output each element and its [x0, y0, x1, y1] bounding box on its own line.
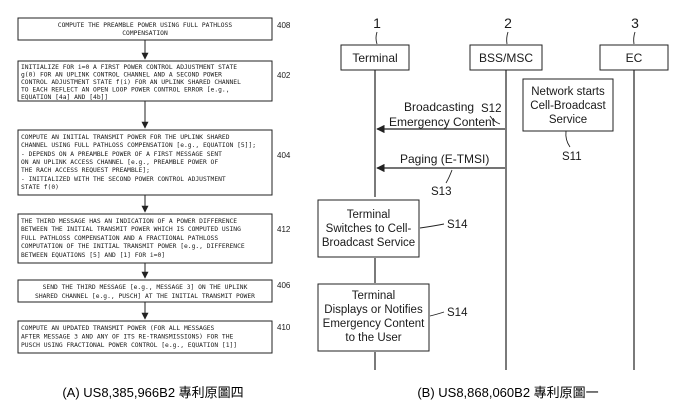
flow-step-line: FULL PATHLOSS COMPENSATION AND A FRACTIO… — [21, 235, 218, 242]
step-line: Broadcast Service — [322, 237, 415, 249]
flow-step-line: AFTER MESSAGE 3 AND ANY OF ITS RE-TRANSM… — [21, 334, 234, 341]
message-label: Paging (E-TMSI) — [400, 152, 489, 166]
panel-a-flowchart: COMPUTE THE PREAMBLE POWER USING FULL PA… — [17, 17, 291, 400]
flow-step-box — [17, 213, 273, 264]
flow-step-line: COMPUTATION OF THE INITIAL TRANSMIT POWE… — [21, 243, 245, 250]
entity-terminal: Terminal — [340, 44, 410, 71]
s11-ref: S11 — [562, 151, 582, 163]
message-s13: Paging (E-TMSI) S13 — [376, 152, 505, 198]
s11-box — [522, 78, 614, 132]
flow-step-line: ON AN UPLINK ACCESS CHANNEL [e.g., PREAM… — [21, 159, 218, 166]
flow-step-line: EQUATION [4a] AND [4b]] — [21, 94, 108, 101]
step-s11: Network starts Cell-Broadcast Service S1… — [522, 78, 614, 163]
leader-line — [506, 31, 509, 45]
entity-bss-msc: BSS/MSC — [469, 44, 543, 71]
leader-line — [489, 115, 501, 125]
step-box — [317, 199, 420, 258]
panel-b-sequence: 1 2 3 Terminal BSS/MSC EC — [317, 15, 669, 400]
s11-line: Service — [549, 114, 587, 126]
flow-step-404: COMPUTE AN INITIAL TRANSMIT POWER FOR TH… — [17, 129, 291, 196]
flow-step-box — [17, 279, 273, 303]
leader-line — [633, 31, 636, 45]
flow-step-line: TO EACH REFLECT AN OPEN LOOP POWER CONTR… — [21, 87, 230, 94]
flow-step-box — [17, 17, 273, 41]
message-ref: S12 — [481, 103, 501, 115]
flow-step-402: INITIALIZE FOR i=0 A FIRST POWER CONTROL… — [17, 60, 291, 102]
flow-step-line: BETWEEN THE INITIAL TRANSMIT POWER WHICH… — [21, 226, 241, 233]
lifeline-number-ec: 3 — [631, 15, 639, 31]
entity-ec: EC — [599, 44, 669, 71]
entity-box — [469, 44, 543, 71]
leader-line — [445, 169, 453, 184]
flow-step-412: THE THIRD MESSAGE HAS AN INDICATION OF A… — [17, 213, 291, 264]
flow-step-line: BETWEEN EQUATIONS [5] AND [1] FOR i=0] — [21, 252, 165, 259]
message-label: Broadcasting — [404, 100, 474, 114]
s11-line: Cell-Broadcast — [530, 100, 606, 112]
flow-step-410: COMPUTE AN UPDATED TRANSMIT POWER (FOR A… — [17, 320, 291, 354]
step-ref: S14 — [447, 219, 468, 231]
lifeline-number-terminal: 1 — [373, 15, 381, 31]
step-line: Terminal — [352, 290, 395, 302]
flow-step-ref: 408 — [277, 21, 291, 30]
leader-line — [565, 130, 571, 148]
flow-step-line: CONTROL ADJUSTMENT STATE f(i) FOR AN UPL… — [21, 79, 241, 86]
flow-step-line: - INITIALIZED WITH THE SECOND POWER CONT… — [21, 176, 226, 183]
panel-b-caption: (B) US8,868,060B2 專利原圖一 — [417, 385, 598, 400]
lifeline-number-bss: 2 — [504, 15, 512, 31]
message-s12: Broadcasting Emergency Content S12 — [376, 100, 505, 134]
message-label: Emergency Content — [389, 115, 496, 129]
flow-step-line: INITIALIZE FOR i=0 A FIRST POWER CONTROL… — [21, 64, 237, 71]
flow-step-line: PUSCH USING FRACTIONAL POWER CONTROL [e.… — [21, 342, 237, 349]
message-ref: S13 — [431, 186, 451, 198]
flow-step-ref: 402 — [277, 71, 291, 80]
step-s14-display: Terminal Displays or Notifies Emergency … — [317, 283, 468, 352]
flow-step-line: COMPUTE AN UPDATED TRANSMIT POWER (FOR A… — [21, 325, 215, 332]
leader-line — [375, 31, 378, 45]
step-ref: S14 — [447, 307, 468, 319]
step-box — [317, 283, 430, 352]
flow-step-ref: 406 — [277, 281, 291, 290]
entity-box — [599, 44, 669, 71]
flow-step-408: COMPUTE THE PREAMBLE POWER USING FULL PA… — [17, 17, 291, 41]
flow-step-line: - DEPENDS ON A PREAMBLE POWER OF A FIRST… — [21, 151, 222, 158]
entity-label: BSS/MSC — [479, 51, 533, 65]
step-line: Displays or Notifies — [324, 304, 423, 316]
flow-step-406: SEND THE THIRD MESSAGE [e.g., MESSAGE 3]… — [17, 279, 291, 303]
flow-step-line: COMPENSATION — [122, 30, 168, 37]
panel-a-caption: (A) US8,385,966B2 專利原圖四 — [62, 385, 243, 400]
flow-step-ref: 412 — [277, 225, 291, 234]
flow-step-line: THE RACH ACCESS REQUEST PREAMBLE]; — [21, 167, 150, 174]
leader-line — [429, 311, 445, 317]
flow-step-line: g(0) FOR AN UPLINK CONTROL CHANNEL AND A… — [21, 72, 222, 79]
s11-line: Network starts — [531, 86, 605, 98]
flow-step-box — [17, 60, 273, 102]
flow-step-box — [17, 320, 273, 354]
flow-step-line: SHARED CHANNEL [e.g., PUSCH] AT THE INIT… — [35, 293, 255, 300]
entity-label: Terminal — [352, 51, 397, 65]
step-s14-switch: Terminal Switches to Cell- Broadcast Ser… — [317, 199, 468, 258]
flow-step-line: THE THIRD MESSAGE HAS AN INDICATION OF A… — [21, 218, 237, 225]
flow-step-line: CHANNEL USING FULL PATHLOSS COMPENSATION… — [21, 142, 256, 149]
entity-label: EC — [626, 51, 643, 65]
step-line: Switches to Cell- — [326, 223, 412, 235]
flow-step-line: COMPUTE THE PREAMBLE POWER USING FULL PA… — [58, 22, 233, 29]
entity-box — [340, 44, 410, 71]
flow-step-line: COMPUTE AN INITIAL TRANSMIT POWER FOR TH… — [21, 134, 230, 141]
flow-step-ref: 410 — [277, 323, 291, 332]
flow-step-line: STATE f(0) — [21, 184, 59, 191]
step-line: Terminal — [347, 209, 390, 221]
step-line: to the User — [345, 332, 401, 344]
step-line: Emergency Content — [323, 318, 425, 330]
leader-line — [419, 223, 445, 229]
flow-step-ref: 404 — [277, 151, 291, 160]
flow-step-line: SEND THE THIRD MESSAGE [e.g., MESSAGE 3]… — [43, 284, 248, 291]
flow-step-box — [17, 129, 273, 196]
